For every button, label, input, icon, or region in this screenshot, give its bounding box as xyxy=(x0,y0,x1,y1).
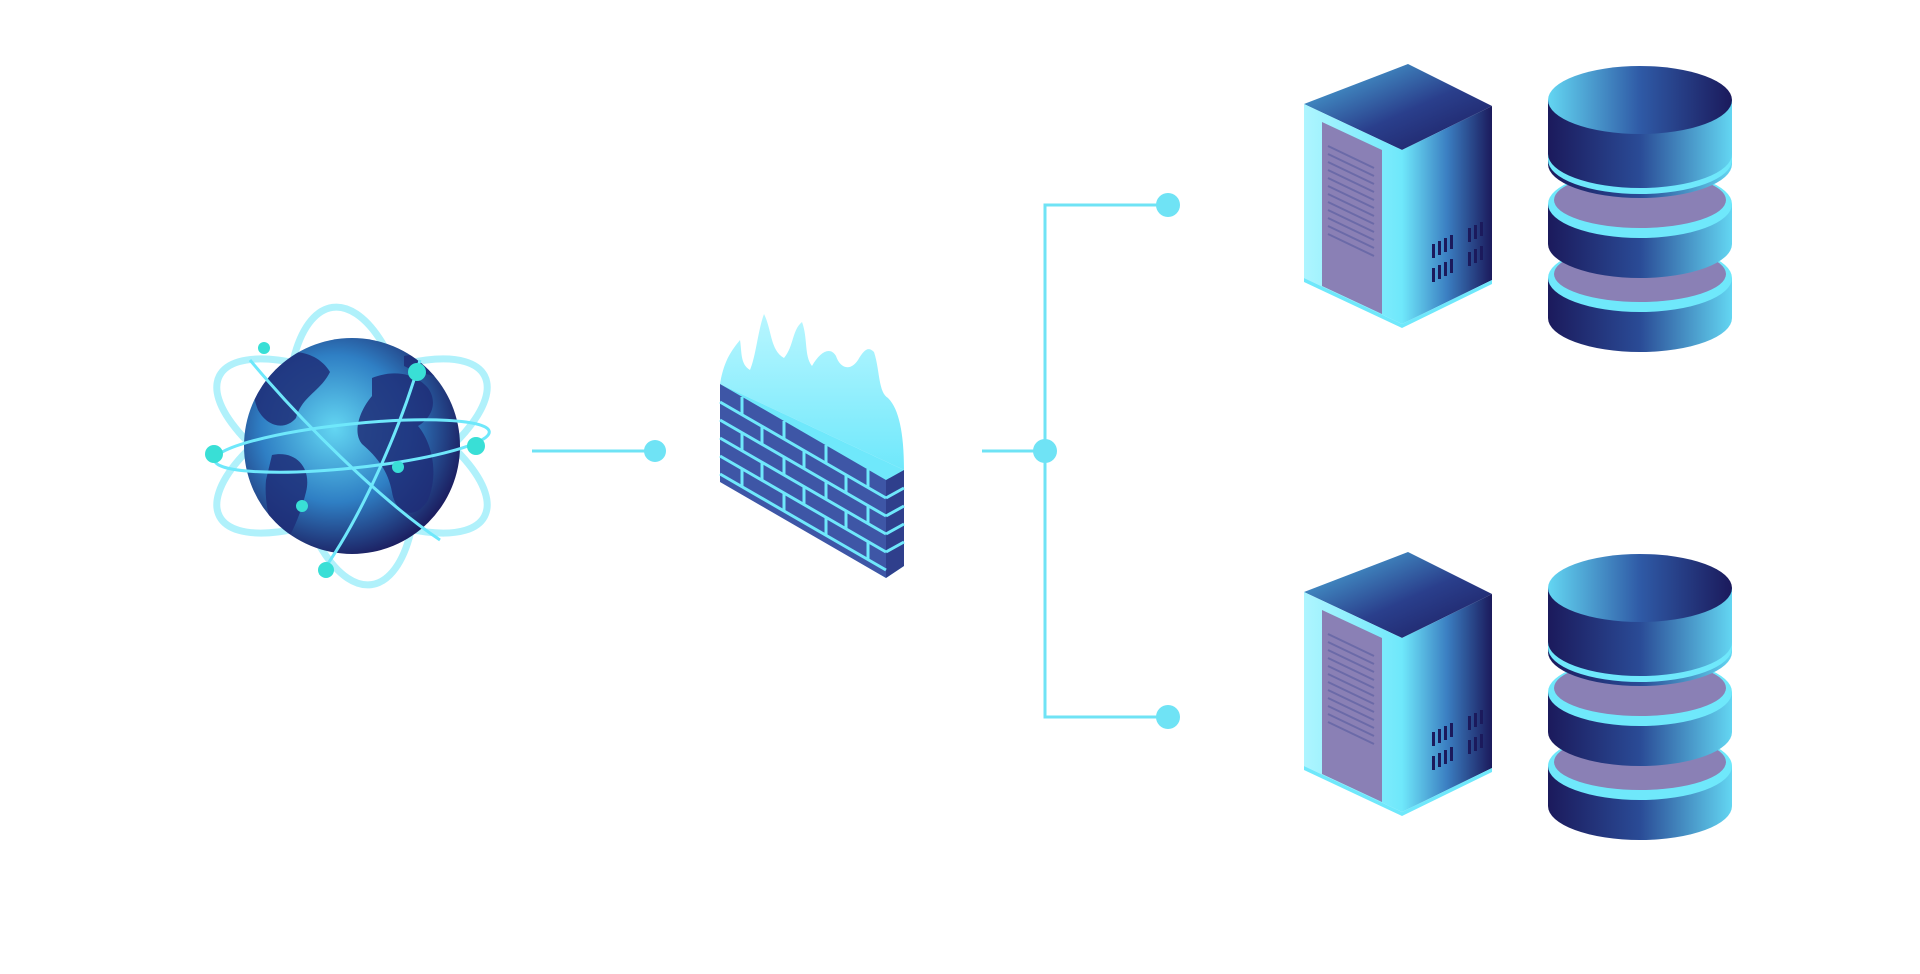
server-icon-top xyxy=(1303,63,1493,329)
connector-node xyxy=(1033,439,1057,463)
connector-node xyxy=(1156,705,1180,729)
database-icon-bottom xyxy=(1548,554,1732,840)
database-icon-top xyxy=(1548,66,1732,352)
firewall-icon xyxy=(719,314,905,578)
connector-node xyxy=(1156,193,1180,217)
connector-firewall-branch xyxy=(982,193,1180,729)
server-icon-bottom xyxy=(1303,551,1493,817)
connector-node xyxy=(644,440,666,462)
globe-icon xyxy=(205,303,491,589)
connector-globe-firewall xyxy=(532,440,666,462)
